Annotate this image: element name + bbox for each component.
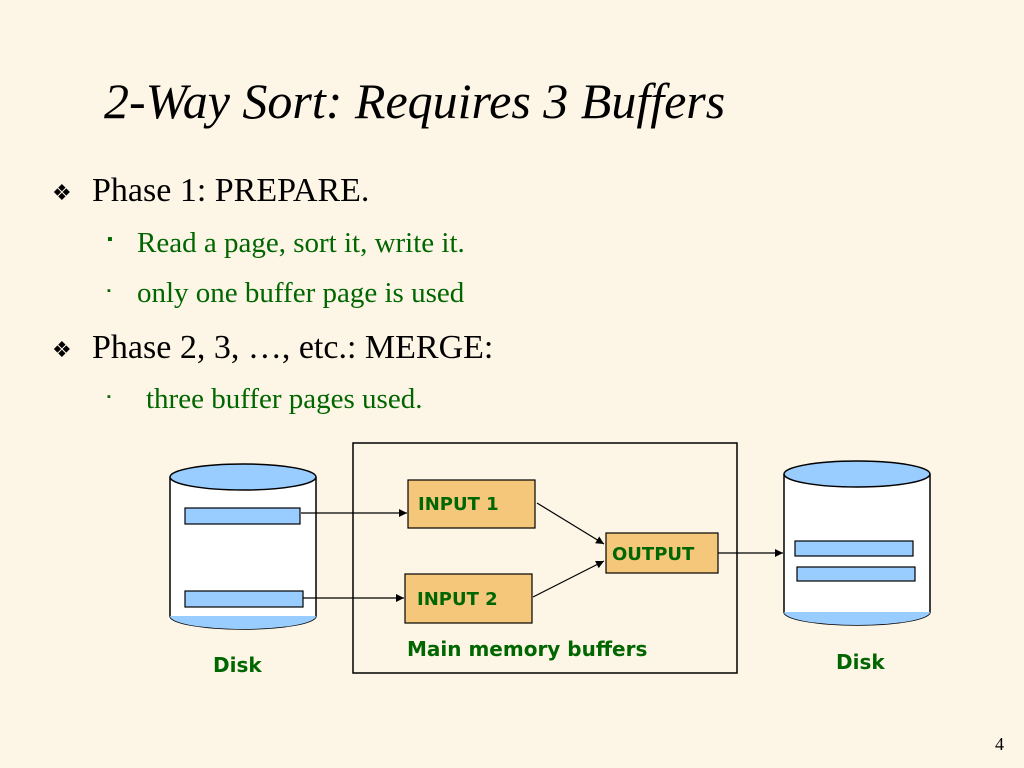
disk-page [184,507,301,525]
diamond-bullet-icon: ❖ [52,337,72,362]
input-2-buffer [404,573,533,624]
output-buffer [605,532,719,574]
input-2-label: INPUT 2 [417,589,498,610]
square-bullet-icon: ▪ [107,231,113,248]
output-label: OUTPUT [612,544,695,565]
diamond-bullet-icon: ❖ [52,180,72,205]
bullet-text: Phase 2, 3, …, etc.: MERGE: [92,329,494,366]
disk-top [169,463,317,491]
disk-page [794,540,914,557]
right-disk-label: Disk [836,650,885,674]
slide-title: 2-Way Sort: Requires 3 Buffers [104,73,726,129]
disk-page [184,590,304,608]
main-memory-label: Main memory buffers [407,637,647,661]
input-1-label: INPUT 1 [418,494,499,515]
page-number: 4 [995,734,1004,754]
bullet-phase-1: ❖ Phase 1: PREPARE. [52,172,370,209]
main-memory-box [352,442,738,674]
arrow [536,502,605,545]
sub-bullet: ▪ three buffer pages used. [107,383,423,415]
disk-page [796,566,916,582]
input-1-buffer [407,479,536,529]
bullet-phase-2: ❖ Phase 2, 3, …, etc.: MERGE: [52,329,494,366]
left-disk-label: Disk [213,653,262,677]
square-bullet-icon: ▪ [107,391,111,403]
sub-bullet: ▪ Read a page, sort it, write it. [107,227,465,259]
sub-bullet-text: Read a page, sort it, write it. [137,227,465,259]
square-bullet-icon: ▪ [107,285,111,297]
left-disk [169,463,317,630]
bullet-text: Phase 1: PREPARE. [92,172,370,209]
sub-bullet: ▪ only one buffer page is used [107,277,465,309]
right-disk [783,460,931,626]
arrow [532,560,605,598]
sub-bullet-text: only one buffer page is used [137,277,465,309]
sub-bullet-text: three buffer pages used. [146,383,423,415]
disk-top [783,460,931,488]
